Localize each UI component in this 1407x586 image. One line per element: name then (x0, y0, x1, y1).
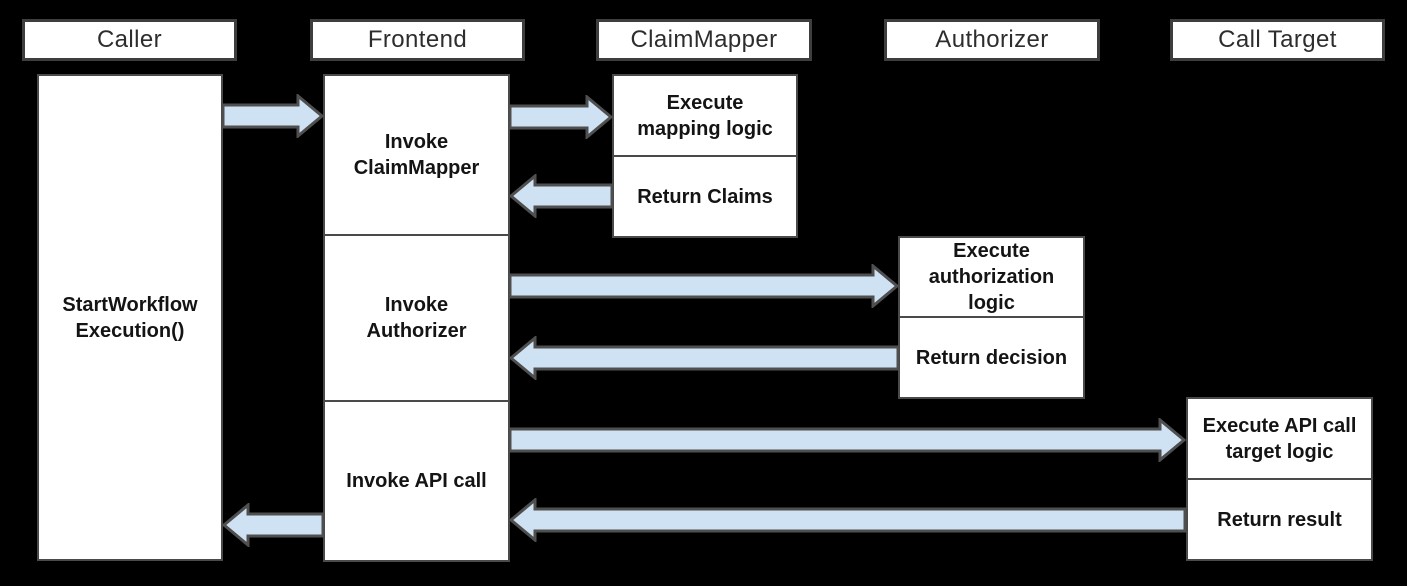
activity-label: Return Claims (637, 185, 773, 208)
arrow-call-target-to-frontend (509, 498, 1186, 542)
activity-label: StartWorkflow Execution() (62, 293, 198, 342)
arrow-claimmapper-to-frontend (509, 174, 613, 218)
lane-header-authorizer: Authorizer (884, 19, 1100, 61)
arrow-authorizer-to-frontend (509, 336, 899, 380)
activity-invoke-claimmapper: Invoke ClaimMapper (323, 74, 510, 236)
arrow-frontend-to-caller (222, 503, 324, 547)
arrow-caller-to-frontend (222, 94, 324, 138)
activity-return-result: Return result (1186, 478, 1373, 561)
activity-execute-mapping-logic: Execute mapping logic (612, 74, 798, 157)
activity-label: Execute mapping logic (637, 91, 773, 140)
arrow-frontend-to-call-target (509, 418, 1186, 462)
activity-label: Return result (1217, 508, 1342, 531)
activity-label: Return decision (915, 346, 1068, 369)
activity-startworkflow-execution: StartWorkflow Execution() (37, 74, 223, 561)
lane-header-caller: Caller (22, 19, 237, 61)
lane-header-label: Caller (96, 26, 163, 53)
lane-header-frontend: Frontend (310, 19, 525, 61)
arrow-frontend-to-claimmapper (509, 95, 613, 139)
lane-header-claimmapper: ClaimMapper (596, 19, 812, 61)
activity-label: Execute authorization logic (928, 240, 1055, 314)
lane-header-label: ClaimMapper (630, 26, 778, 53)
activity-return-claims: Return Claims (612, 155, 798, 238)
activity-return-decision: Return decision (898, 316, 1085, 399)
activity-invoke-api-call: Invoke API call (323, 400, 510, 562)
activity-label: Execute API call target logic (1202, 414, 1357, 463)
lane-header-label: Frontend (367, 26, 468, 53)
lane-header-label: Call Target (1218, 26, 1337, 53)
arrow-frontend-to-authorizer (509, 264, 899, 308)
lane-header-label: Authorizer (935, 26, 1049, 53)
activity-label: Invoke API call (346, 470, 487, 492)
activity-execute-authorization-logic: Execute authorization logic (898, 236, 1085, 318)
activity-invoke-authorizer: Invoke Authorizer (323, 234, 510, 402)
activity-execute-api-call-target-logic: Execute API call target logic (1186, 397, 1373, 480)
activity-label: Invoke ClaimMapper (353, 131, 480, 179)
lane-header-call-target: Call Target (1170, 19, 1385, 61)
activity-label: Invoke Authorizer (366, 294, 467, 342)
